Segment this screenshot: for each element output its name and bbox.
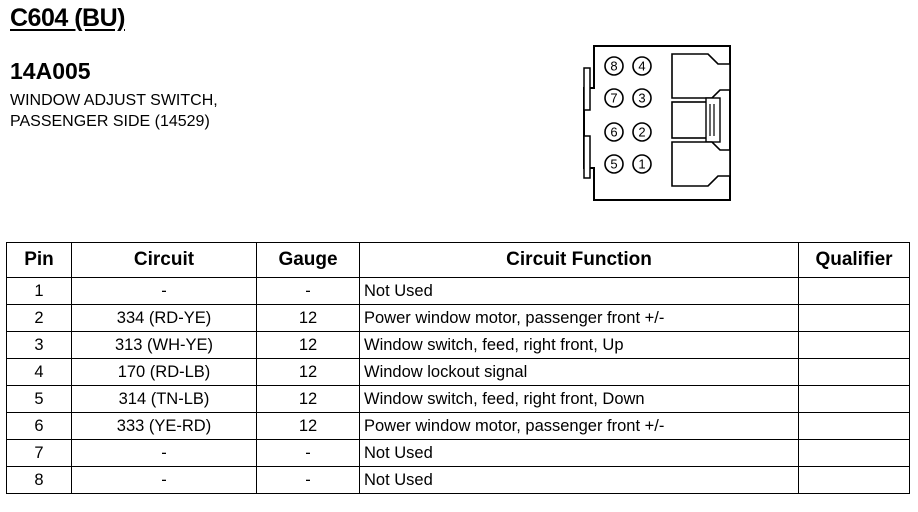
cell-circuit: - xyxy=(71,439,257,467)
header-gauge: Gauge xyxy=(256,242,360,278)
cell-gauge: 12 xyxy=(256,304,360,332)
cell-gauge: - xyxy=(256,466,360,494)
cell-circuit: 334 (RD-YE) xyxy=(71,304,257,332)
table-row: 7 - - Not Used xyxy=(6,439,910,467)
header-circuit: Circuit xyxy=(71,242,257,278)
cell-circuit: - xyxy=(71,277,257,305)
table-header-row: Pin Circuit Gauge Circuit Function Quali… xyxy=(6,242,910,278)
cell-function: Power window motor, passenger front +/- xyxy=(359,412,799,440)
cell-function: Not Used xyxy=(359,439,799,467)
cell-function: Not Used xyxy=(359,277,799,305)
pinout-table: Pin Circuit Gauge Circuit Function Quali… xyxy=(6,242,910,494)
header-qualifier: Qualifier xyxy=(798,242,910,278)
connector-lock-tab xyxy=(705,97,721,143)
cell-pin: 8 xyxy=(6,466,72,494)
cell-circuit: 314 (TN-LB) xyxy=(71,385,257,413)
pin-label: 7 xyxy=(610,91,617,106)
cell-gauge: - xyxy=(256,439,360,467)
pin-label: 5 xyxy=(610,157,617,172)
connector-lock-lower xyxy=(671,141,731,187)
cell-qualifier xyxy=(798,466,910,494)
cell-pin: 6 xyxy=(6,412,72,440)
cell-function: Window switch, feed, right front, Down xyxy=(359,385,799,413)
table-row: 1 - - Not Used xyxy=(6,277,910,305)
cell-circuit: - xyxy=(71,466,257,494)
header-pin: Pin xyxy=(6,242,72,278)
connector-face-diagram: 8 4 7 3 6 2 5 1 xyxy=(583,45,731,201)
component-description: WINDOW ADJUST SWITCH, PASSENGER SIDE (14… xyxy=(10,90,218,132)
cell-pin: 3 xyxy=(6,331,72,359)
cell-circuit: 170 (RD-LB) xyxy=(71,358,257,386)
connector-latch-lower xyxy=(583,135,591,179)
cell-circuit: 313 (WH-YE) xyxy=(71,331,257,359)
cell-qualifier xyxy=(798,385,910,413)
cell-qualifier xyxy=(798,331,910,359)
table-row: 3 313 (WH-YE) 12 Window switch, feed, ri… xyxy=(6,331,910,359)
pin-label: 2 xyxy=(638,125,645,140)
table-row: 6 333 (YE-RD) 12 Power window motor, pas… xyxy=(6,412,910,440)
connector-lock-upper xyxy=(671,53,731,99)
cell-gauge: 12 xyxy=(256,331,360,359)
cell-pin: 2 xyxy=(6,304,72,332)
cell-qualifier xyxy=(798,304,910,332)
cell-gauge: 12 xyxy=(256,385,360,413)
table-row: 4 170 (RD-LB) 12 Window lockout signal xyxy=(6,358,910,386)
pin-label: 3 xyxy=(638,91,645,106)
cell-circuit: 333 (YE-RD) xyxy=(71,412,257,440)
cell-function: Not Used xyxy=(359,466,799,494)
cell-function: Window switch, feed, right front, Up xyxy=(359,331,799,359)
cell-pin: 1 xyxy=(6,277,72,305)
cell-qualifier xyxy=(798,277,910,305)
connector-id: C604 (BU) xyxy=(10,4,125,32)
table-row: 2 334 (RD-YE) 12 Power window motor, pas… xyxy=(6,304,910,332)
cell-gauge: 12 xyxy=(256,358,360,386)
part-number: 14A005 xyxy=(10,58,91,84)
connector-latch-upper xyxy=(583,67,591,111)
cell-function: Window lockout signal xyxy=(359,358,799,386)
pin-label: 4 xyxy=(638,59,645,74)
cell-gauge: - xyxy=(256,277,360,305)
table-row: 5 314 (TN-LB) 12 Window switch, feed, ri… xyxy=(6,385,910,413)
table-row: 8 - - Not Used xyxy=(6,466,910,494)
cell-function: Power window motor, passenger front +/- xyxy=(359,304,799,332)
description-line-2: PASSENGER SIDE (14529) xyxy=(10,113,210,130)
cell-gauge: 12 xyxy=(256,412,360,440)
pin-label: 8 xyxy=(610,59,617,74)
pin-circles: 8 4 7 3 6 2 5 1 xyxy=(604,56,652,174)
cell-qualifier xyxy=(798,358,910,386)
header-circuit-function: Circuit Function xyxy=(359,242,799,278)
cell-pin: 5 xyxy=(6,385,72,413)
pin-label: 6 xyxy=(610,125,617,140)
cell-qualifier xyxy=(798,412,910,440)
pin-label: 1 xyxy=(638,157,645,172)
cell-pin: 7 xyxy=(6,439,72,467)
cell-pin: 4 xyxy=(6,358,72,386)
description-line-1: WINDOW ADJUST SWITCH, xyxy=(10,92,218,109)
cell-qualifier xyxy=(798,439,910,467)
